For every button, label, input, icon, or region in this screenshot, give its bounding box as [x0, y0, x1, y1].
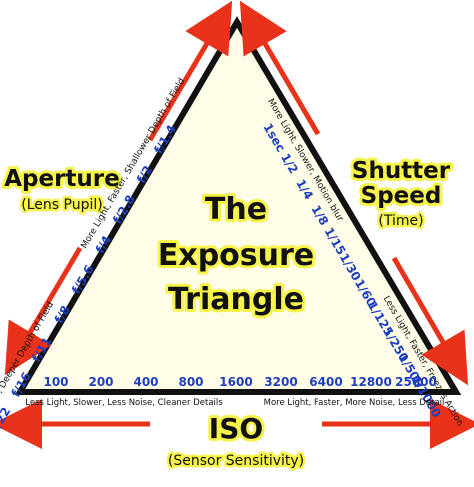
- aperture-subtitle: (Lens Pupil): [21, 197, 102, 213]
- iso-value-5: 3200: [264, 375, 297, 389]
- iso-label: ISO (Sensor Sensitivity): [165, 409, 306, 472]
- iso-value-0: 100: [43, 375, 68, 389]
- aperture-down-arrow: [4, 246, 83, 376]
- iso-value-6: 6400: [309, 375, 342, 389]
- iso-value-8: 25600: [395, 375, 437, 389]
- center-title-line-2: Exposure: [158, 238, 314, 273]
- shutter-up-arrow: [239, 0, 321, 136]
- center-title-line-3: Triangle: [168, 282, 304, 317]
- aperture-label: Aperture (Lens Pupil): [1, 163, 123, 216]
- iso-subtitle: (Sensor Sensitivity): [168, 453, 304, 469]
- shutter-title-line-1: Shutter: [352, 158, 451, 184]
- iso-value-2: 400: [133, 375, 158, 389]
- shutter-label: Shutter Speed (Time): [349, 155, 454, 232]
- iso-value-1: 200: [88, 375, 113, 389]
- center-title-line-1: The: [205, 192, 267, 227]
- aperture-up-arrow: [147, 0, 233, 142]
- iso-value-3: 800: [178, 375, 203, 389]
- iso-more-note: More Light, Faster, More Noise, Less Det…: [264, 398, 445, 408]
- shutter-title-line-2: Speed: [361, 183, 442, 209]
- iso-title: ISO: [209, 412, 263, 445]
- shutter-subtitle: (Time): [378, 213, 423, 229]
- iso-value-7: 12800: [350, 375, 392, 389]
- iso-value-4: 1600: [219, 375, 252, 389]
- exposure-triangle: [14, 16, 462, 395]
- aperture-title: Aperture: [4, 166, 120, 192]
- aperture-stop-0: f/22: [0, 405, 13, 435]
- shutter-down-arrow: [391, 256, 469, 386]
- arrows: [0, 0, 474, 449]
- center-title: The Exposure Triangle: [155, 189, 317, 320]
- iso-less-note: Less Light, Slower, Less Noise, Cleaner …: [25, 398, 223, 408]
